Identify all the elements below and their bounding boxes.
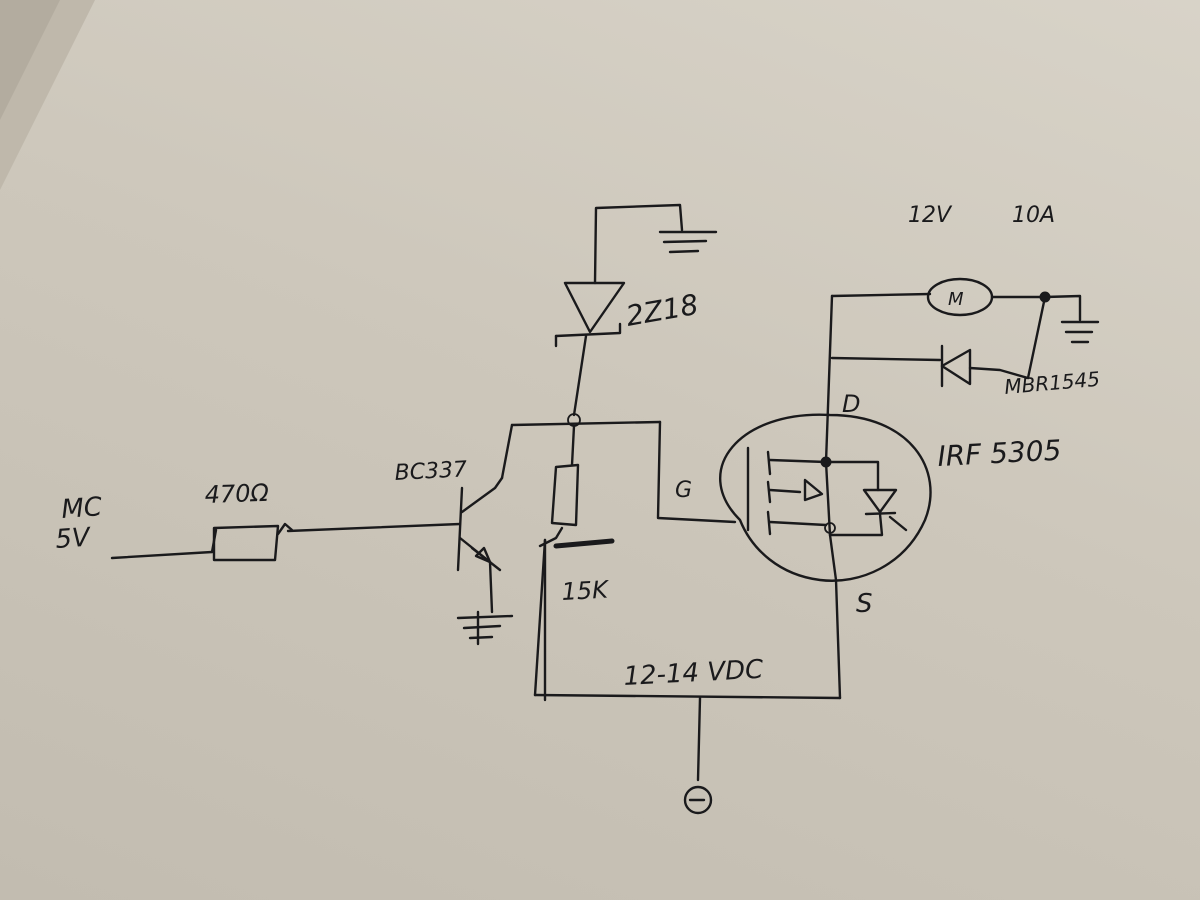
pulldown-resistor xyxy=(538,424,615,702)
source-junction xyxy=(824,522,836,534)
zener-to-node-wire xyxy=(572,334,588,417)
transistor-label: BC337 xyxy=(394,457,468,486)
gate-label: G xyxy=(675,478,692,503)
motor-voltage-label: 12V xyxy=(908,203,953,228)
supply-voltage-label: 12-14 VDC xyxy=(623,655,765,692)
bc337-transistor xyxy=(456,423,514,614)
pulldown-resistor-label: 15K xyxy=(561,575,611,606)
base-resistor xyxy=(212,524,280,562)
motor-wire-left xyxy=(830,292,932,298)
motor-junction xyxy=(1039,291,1051,303)
transistor-ground xyxy=(456,610,514,646)
supply-bus xyxy=(533,538,842,782)
zener-diode xyxy=(554,281,626,348)
input-wire xyxy=(110,528,218,560)
gate-bus xyxy=(510,420,737,524)
mc-voltage-label: 5V xyxy=(54,523,93,555)
zener-top-wire xyxy=(593,203,684,285)
motor-current-label: 10A xyxy=(1012,203,1055,228)
motor-symbol-label: M xyxy=(948,289,964,310)
flyback-diode xyxy=(830,344,1030,388)
source-wire xyxy=(828,533,838,582)
source-label: S xyxy=(856,589,873,619)
mc-label: MC xyxy=(60,492,103,525)
drain-label: D xyxy=(842,390,860,418)
drain-wire xyxy=(824,294,834,464)
base-resistor-label: 470Ω xyxy=(204,479,270,509)
base-wire xyxy=(276,522,462,536)
mosfet-label: IRF 5305 xyxy=(937,434,1063,473)
motor-ground xyxy=(1060,320,1100,344)
motor-wire-right xyxy=(990,294,1082,380)
flyback-diode-label: MBR1545 xyxy=(1003,367,1101,399)
zener-label: 2Z18 xyxy=(623,288,700,333)
supply-terminal xyxy=(683,785,713,815)
mosfet-body xyxy=(719,413,932,582)
top-ground xyxy=(658,230,718,254)
